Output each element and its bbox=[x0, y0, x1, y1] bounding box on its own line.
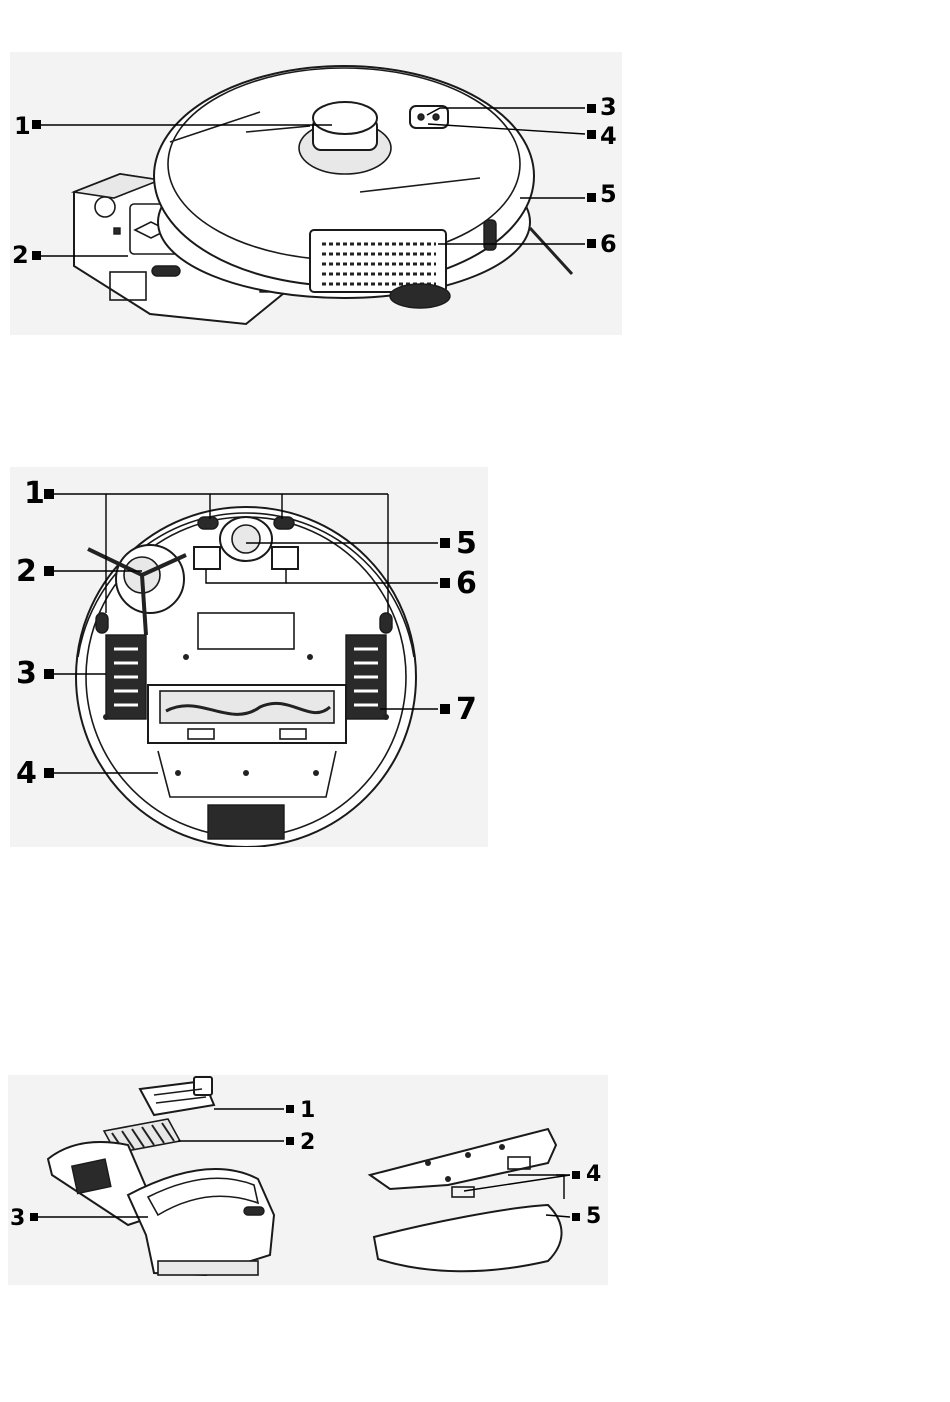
robot-body bbox=[154, 66, 572, 308]
label-bottom-5: 5 bbox=[456, 526, 477, 561]
label-mop-4: 4 bbox=[586, 1162, 601, 1187]
label-bottom-7: 7 bbox=[456, 692, 477, 727]
label-bottom-2: 2 bbox=[16, 554, 37, 589]
label-mop-5: 5 bbox=[586, 1204, 601, 1229]
label-top-6: 6 bbox=[600, 230, 617, 258]
robot-top-drawing: 1 2 3 4 5 6 bbox=[10, 52, 622, 335]
label-top-2: 2 bbox=[12, 241, 29, 269]
mop-pad bbox=[374, 1205, 562, 1271]
figure-robot-top: 1 2 3 4 5 6 bbox=[10, 52, 622, 335]
dustbin-body bbox=[48, 1142, 274, 1275]
label-bin-2: 2 bbox=[300, 1130, 315, 1155]
label-bin-3: 3 bbox=[10, 1206, 25, 1231]
dustbin-mop-drawing: 1 2 3 4 5 bbox=[8, 1075, 608, 1285]
label-top-3: 3 bbox=[600, 93, 617, 121]
robot-bottom-drawing: 1 2 3 4 5 6 7 bbox=[10, 467, 488, 847]
label-bottom-3: 3 bbox=[16, 656, 37, 691]
label-bottom-4: 4 bbox=[16, 756, 37, 791]
label-top-5: 5 bbox=[600, 180, 617, 208]
label-bottom-6: 6 bbox=[456, 566, 477, 601]
label-bottom-1: 1 bbox=[24, 476, 45, 511]
figure-robot-bottom: 1 2 3 4 5 6 7 bbox=[10, 467, 488, 847]
label-top-1: 1 bbox=[14, 112, 31, 140]
filter-cover bbox=[140, 1077, 214, 1115]
label-bin-1: 1 bbox=[300, 1098, 315, 1123]
figure-dustbin-mop: 1 2 3 4 5 bbox=[8, 1075, 608, 1285]
label-top-4: 4 bbox=[600, 122, 617, 150]
mop-bracket bbox=[370, 1129, 556, 1197]
